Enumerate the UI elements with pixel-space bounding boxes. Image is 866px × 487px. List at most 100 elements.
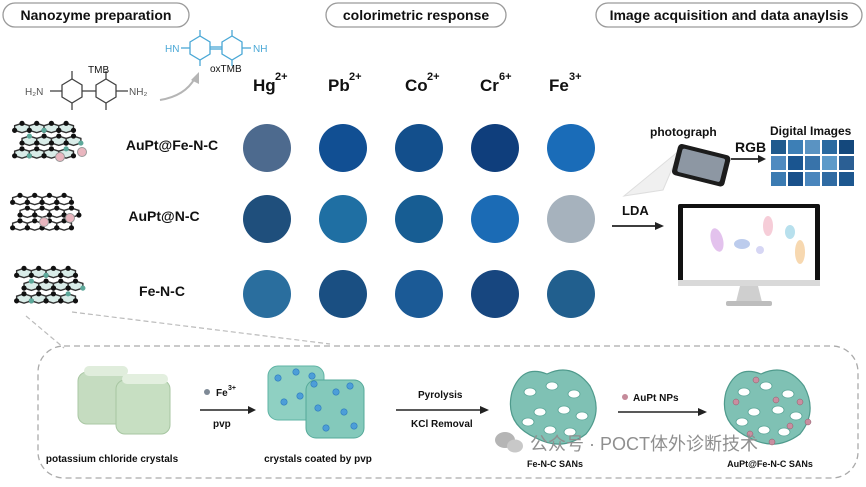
color-spot-r2-c1: [243, 195, 291, 243]
fe3-label: Fe: [216, 388, 228, 399]
svg-text:2+: 2+: [275, 71, 288, 83]
pore: [523, 387, 537, 397]
digital-image-tile: [839, 172, 854, 186]
digital-image-tile: [788, 156, 803, 170]
atom: [21, 291, 27, 297]
header-prep: Nanozyme preparation: [21, 7, 172, 23]
pvp-dot: [340, 408, 348, 416]
atom: [48, 146, 55, 152]
pyrolysis-arrowhead: [480, 406, 489, 414]
svg-text:Cr: Cr: [480, 76, 499, 95]
ring: [67, 280, 84, 292]
fenc-sans-label: Fe-N-C SANs: [527, 459, 583, 469]
atom: [76, 212, 82, 218]
atom: [14, 272, 20, 278]
pore: [735, 417, 749, 427]
atom: [61, 192, 67, 198]
color-spot-r2-c4: [471, 195, 519, 243]
atom: [26, 127, 32, 133]
atom: [14, 298, 20, 304]
oxtmb-molecule: [181, 30, 251, 66]
digital-image-tile: [822, 156, 837, 170]
atom: [34, 120, 40, 126]
ring: [60, 267, 77, 279]
svg-text:Hg: Hg: [253, 76, 276, 95]
color-spot-r3-c4: [471, 270, 519, 318]
oxtmb-hn: HN: [165, 44, 179, 55]
digital-images-label: Digital Images: [770, 124, 852, 138]
svg-text:Pb: Pb: [328, 76, 350, 95]
color-spot-r1-c1: [243, 124, 291, 172]
atom: [24, 205, 30, 211]
fe3-sup: 3+: [228, 385, 236, 392]
atom: [43, 278, 49, 284]
svg-text:6+: 6+: [499, 71, 512, 83]
pvp-dot: [350, 422, 358, 430]
atom: [39, 205, 45, 211]
pore: [563, 427, 577, 437]
atom: [54, 205, 60, 211]
aupt-fenc-structure: [12, 120, 87, 162]
atom: [50, 291, 57, 297]
color-spot-r3-c1: [243, 270, 291, 318]
oxtmb-nh: NH: [253, 44, 267, 55]
aupt-np-icon: [622, 394, 628, 400]
color-spot-r1-c2: [319, 124, 367, 172]
pvp-label: pvp: [213, 419, 231, 430]
atom: [12, 153, 18, 159]
aupt-particle: [768, 438, 776, 446]
row-label-fenc: Fe-N-C: [139, 283, 185, 299]
aupt-particle: [746, 430, 754, 438]
atom: [70, 153, 77, 159]
pore: [567, 389, 581, 399]
aupt-sans-label: AuPt@Fe-N-C SANs: [727, 459, 813, 469]
atom: [39, 199, 45, 205]
rgb-arrowhead: [758, 155, 766, 163]
synthesis-panel: [37, 345, 859, 479]
callout-line-left: [25, 315, 65, 349]
atom: [48, 140, 55, 146]
nanoparticle: [39, 217, 49, 227]
atom: [68, 199, 75, 205]
ion-header-co: Co 2+: [405, 71, 440, 95]
atom: [36, 291, 42, 297]
atom: [17, 212, 23, 218]
atom: [63, 120, 69, 126]
digital-images-grid: [771, 140, 854, 186]
color-spot-r3-c2: [319, 270, 367, 318]
aupt-particle: [786, 422, 794, 430]
digital-image-tile: [805, 172, 820, 186]
aupt-particle: [732, 398, 740, 406]
pvp-dot: [274, 374, 282, 382]
atom: [80, 285, 86, 291]
header-pill-prep: [2, 2, 190, 28]
pore: [759, 381, 773, 391]
atom: [65, 291, 71, 297]
atom: [56, 127, 62, 133]
atom: [19, 120, 25, 126]
atom: [48, 120, 55, 126]
atom: [28, 298, 34, 304]
fenc-sans-icon: [509, 369, 597, 445]
digital-image-tile: [771, 140, 786, 154]
pvp-dot: [292, 368, 300, 376]
ion-header-cr: Cr 6+: [480, 71, 512, 95]
header-pill-image: [595, 2, 863, 28]
atom: [72, 278, 79, 284]
header-color: colorimetric response: [343, 7, 489, 23]
aupt-nps-label: AuPt NPs: [633, 393, 679, 404]
tmb-h2n: H₂N: [25, 87, 43, 98]
atom: [63, 140, 69, 146]
atom: [34, 146, 40, 152]
atom: [28, 278, 34, 284]
nanoparticle: [55, 152, 65, 162]
color-spot-r1-c4: [471, 124, 519, 172]
lda-clusters: [710, 216, 805, 264]
digital-image-tile: [788, 140, 803, 154]
atom: [26, 133, 32, 139]
coated-label: crystals coated by pvp: [264, 454, 372, 465]
color-spot-r1-c3: [395, 124, 443, 172]
aupt-particle: [796, 398, 804, 406]
pvp-dot: [314, 404, 322, 412]
pore: [533, 407, 547, 417]
